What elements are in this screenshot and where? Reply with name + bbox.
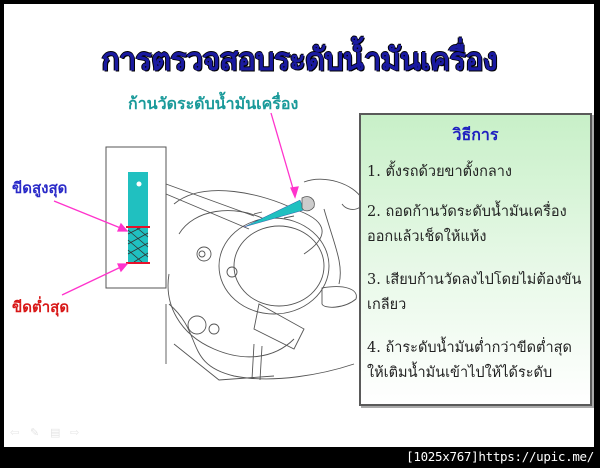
back-arrow-icon[interactable]: ⇦: [10, 426, 20, 439]
procedure-step-2: 2. ถอดก้านวัดระดับน้ำมันเครื่อง ออกแล้วเ…: [367, 200, 586, 250]
dipstick-crosshatch: [127, 226, 149, 263]
callout-arrows: [53, 112, 299, 296]
engine-illustration: [53, 112, 364, 381]
slide: การตรวจสอบระดับน้ำมันเครื่อง ก้านวัดระดั…: [4, 4, 594, 447]
page-title: การตรวจสอบระดับน้ำมันเครื่อง: [101, 42, 497, 78]
procedure-step-3: 3. เสียบก้านวัดลงไปโดยไม่ต้องขัน เกลียว: [367, 268, 586, 318]
max-mark-label: ขีดสูงสุด: [12, 179, 68, 197]
step-text-cont: ให้เติมน้ำมันเข้าไปให้ได้ระดับ: [367, 365, 553, 381]
engine-lines: [165, 178, 364, 381]
dipstick-cap: [301, 196, 315, 212]
step-text-cont: ออกแล้วเช็ดให้แห้ง: [367, 229, 487, 245]
procedure-heading: วิธีการ: [452, 125, 499, 144]
presenter-toolbar: ⇦ ✎ ▤ ⇨: [10, 426, 82, 439]
step-text: 3. เสียบก้านวัดลงไปโดยไม่ต้องขัน: [367, 272, 582, 288]
dipstick-upper: [128, 172, 148, 227]
dipstick-label: ก้านวัดระดับน้ำมันเครื่อง: [128, 94, 299, 113]
menu-icon[interactable]: ▤: [50, 426, 61, 439]
step-text: 2. ถอดก้านวัดระดับน้ำมันเครื่อง: [367, 204, 567, 220]
watermark: [1025x767]https://upic.me/: [406, 449, 594, 464]
min-mark-label: ขีดต่ำสุด: [12, 298, 70, 316]
step-text-cont: เกลียว: [367, 297, 407, 313]
procedure-step-1: 1. ตั้งรถด้วยขาตั้งกลาง: [367, 160, 586, 185]
step-text: 1. ตั้งรถด้วยขาตั้งกลาง: [367, 164, 512, 180]
procedure-box: วิธีการ 1. ตั้งรถด้วยขาตั้งกลาง 2. ถอดก้…: [359, 113, 592, 406]
step-text: 4. ถ้าระดับน้ำมันต่ำกว่าขีดต่ำสุด: [367, 340, 572, 356]
procedure-step-4: 4. ถ้าระดับน้ำมันต่ำกว่าขีดต่ำสุด ให้เติ…: [367, 336, 586, 386]
dipstick-hole: [136, 181, 142, 187]
forward-arrow-icon[interactable]: ⇨: [70, 426, 80, 439]
dipstick-in-engine: [243, 199, 305, 228]
pen-icon[interactable]: ✎: [30, 426, 40, 439]
